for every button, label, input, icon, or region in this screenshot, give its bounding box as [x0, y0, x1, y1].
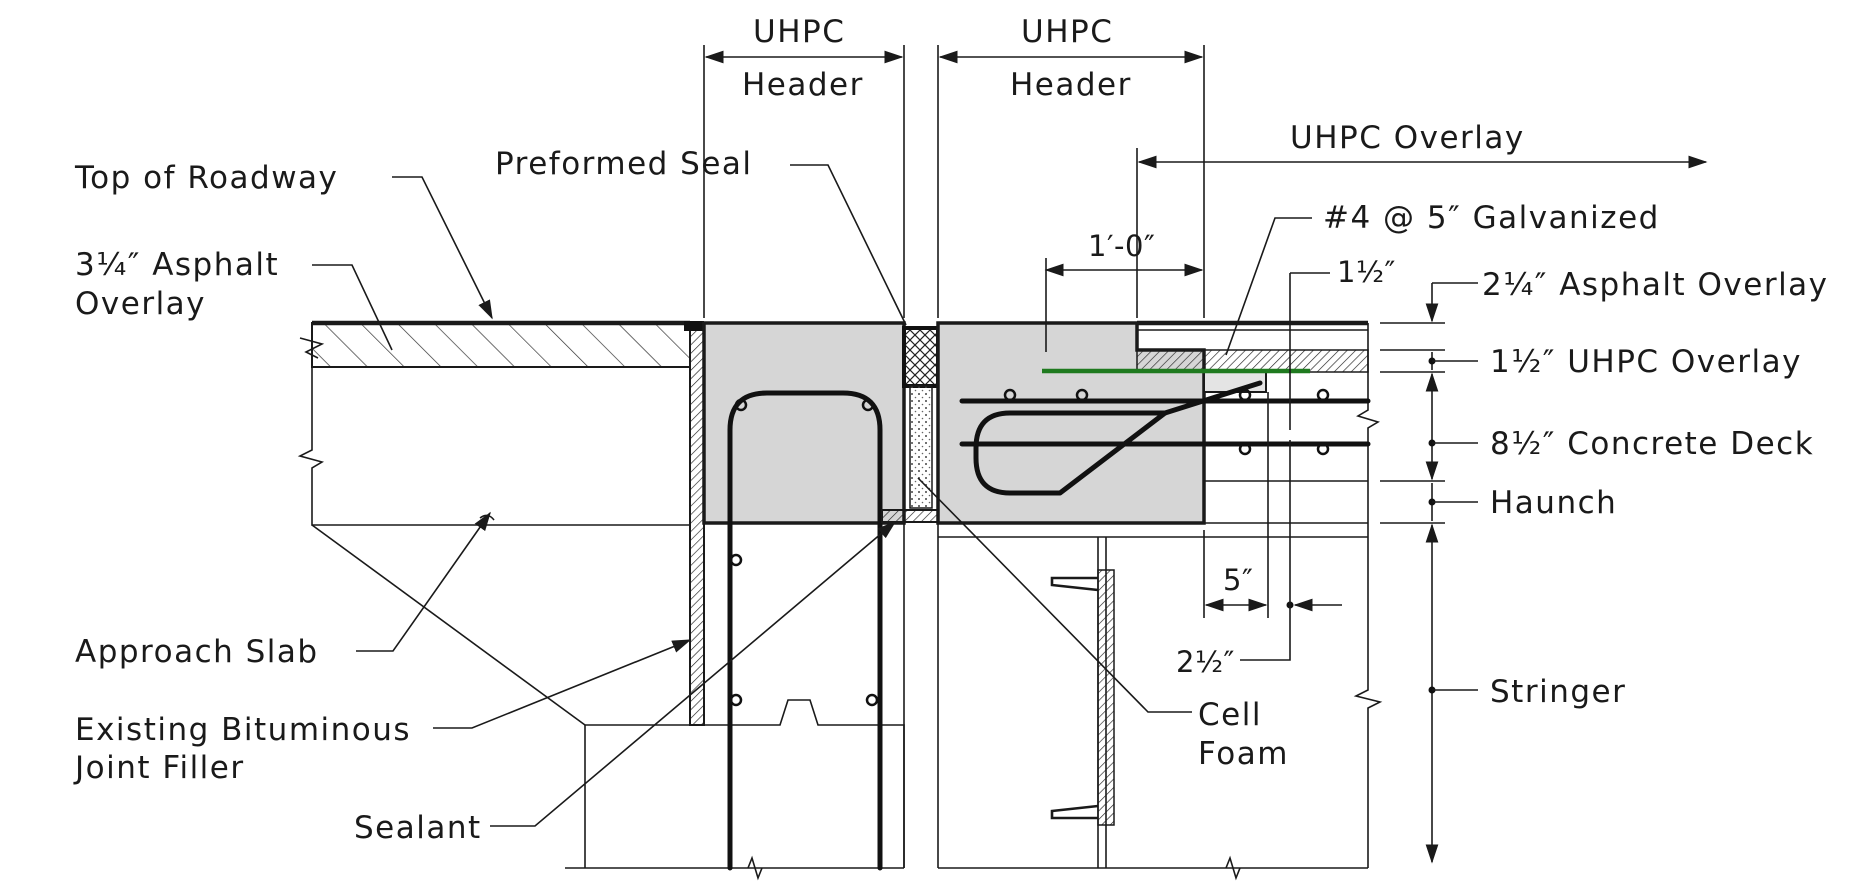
label-uhpc-overlay-right: 1½″ UHPC Overlay: [1490, 344, 1802, 380]
label-rebar-spec: #4 @ 5″ Galvanized: [1323, 200, 1660, 236]
label-asphalt-overlay-right: 2¼″ Asphalt Overlay: [1482, 267, 1829, 303]
label-dim-5: 5″: [1223, 563, 1253, 597]
label-dim-2-half: 2½″: [1176, 645, 1235, 679]
label-stringer: Stringer: [1490, 674, 1626, 710]
bottom-spacing-dims: [1203, 392, 1342, 661]
label-top-of-roadway: Top of Roadway: [74, 160, 338, 196]
abutment-backwall: [565, 699, 905, 881]
label-sealant: Sealant: [354, 810, 482, 846]
label-existing-filler-1: Existing Bituminous: [75, 712, 411, 748]
label-concrete-deck: 8½″ Concrete Deck: [1490, 426, 1814, 462]
label-cell-foam-2: Foam: [1198, 736, 1289, 772]
label-uhpc-left: UHPC: [753, 14, 845, 50]
bituminous-joint-filler: [689, 324, 705, 726]
right-header-rebar: [959, 380, 1371, 496]
label-dim-1-0: 1′-0″: [1088, 229, 1155, 263]
label-preformed-seal: Preformed Seal: [495, 146, 753, 182]
label-uhpc-overlay-top: UHPC Overlay: [1290, 120, 1525, 156]
label-header-left: Header: [742, 67, 864, 103]
header-dimension-lines: [703, 45, 1205, 318]
left-asphalt-overlay: [299, 320, 691, 368]
label-header-right: Header: [1010, 67, 1132, 103]
label-asphalt-overlay-left-2: Overlay: [75, 286, 206, 322]
cell-foam-shape: [909, 385, 933, 509]
uhpc-overlay-layer: [1136, 349, 1369, 373]
label-dim-1-half: 1½″: [1337, 255, 1396, 289]
deck-rebar-dots: [1003, 388, 1330, 456]
label-haunch: Haunch: [1490, 485, 1617, 521]
right-vertical-dims: [1380, 282, 1478, 864]
left-uhpc-header: [702, 321, 906, 525]
label-existing-filler-2: Joint Filler: [73, 750, 245, 786]
left-header-rebar: [727, 390, 883, 871]
filler-cap: [684, 321, 704, 331]
labels: UHPC Header UHPC Header UHPC Overlay Top…: [73, 14, 1829, 846]
label-approach-slab: Approach Slab: [75, 634, 319, 670]
label-cell-foam-1: Cell: [1198, 697, 1262, 733]
leader-lines: [311, 164, 1312, 827]
label-uhpc-right: UHPC: [1021, 14, 1113, 50]
stringer: [938, 536, 1368, 881]
approach-slab: [297, 366, 690, 526]
label-asphalt-overlay-left-1: 3¼″ Asphalt: [75, 247, 279, 283]
preformed-seal-shape: [902, 326, 940, 388]
left-header-rebar-dots: [729, 398, 879, 707]
